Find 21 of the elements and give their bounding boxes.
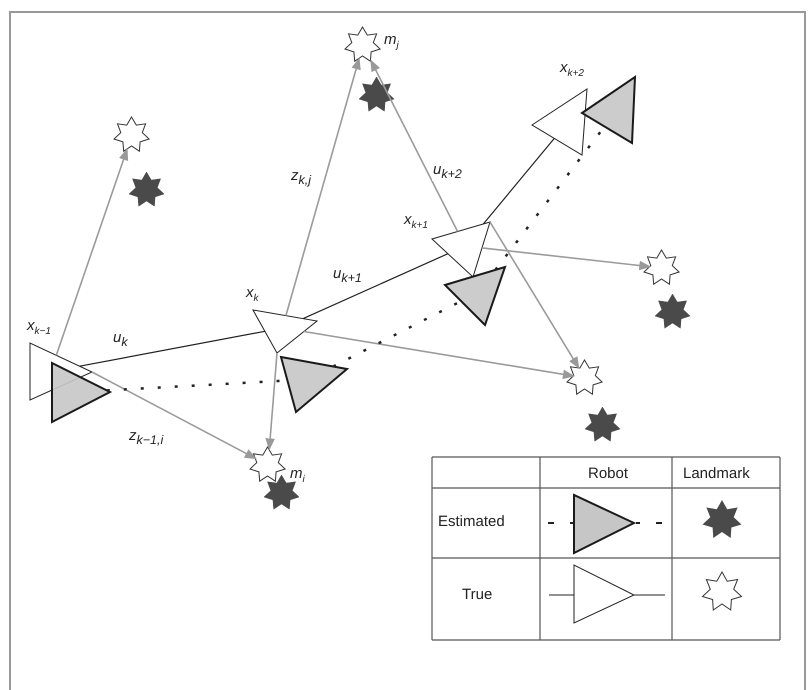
observation-arrow (265, 352, 278, 450)
pose-label: x$_{k+1}$ (404, 212, 428, 231)
pose-label: x$_{k}$ (246, 285, 258, 304)
column-header: Landmark (683, 465, 750, 482)
column-header: Robot (588, 465, 628, 482)
motion-line (482, 138, 555, 224)
landmark-label: m$_{i}$ (290, 466, 305, 485)
observation-arrow (482, 247, 652, 270)
observation-arrow (370, 59, 458, 232)
motion-line (302, 253, 448, 320)
observation-arrow (92, 371, 257, 460)
observation-arrow (304, 330, 575, 380)
row-header: True (462, 586, 492, 603)
observation-arrow (285, 57, 361, 316)
landmark-label: m$_{j}$ (384, 32, 399, 51)
pose-label: x$_{k+2}$ (560, 60, 584, 79)
motion-line (79, 330, 266, 367)
pose-label: x$_{k−1}$ (27, 318, 51, 337)
row-header: Estimated (438, 513, 505, 530)
observation-arrow (56, 148, 128, 356)
observation-arrow (489, 222, 580, 369)
